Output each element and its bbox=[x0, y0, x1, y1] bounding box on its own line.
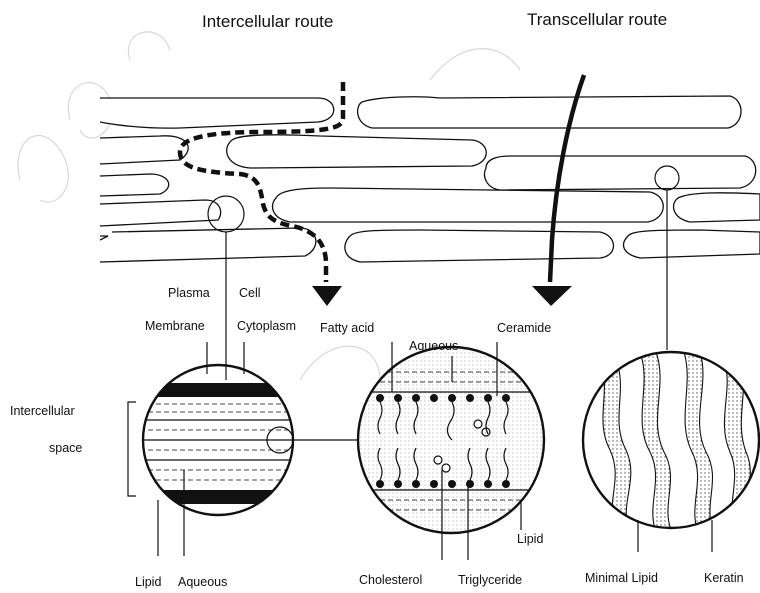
ceramide-label: Ceramide bbox=[497, 321, 551, 335]
cell-row4-left bbox=[100, 200, 221, 226]
magnified-keratin-circle bbox=[580, 350, 760, 532]
cell-row2-right bbox=[485, 156, 756, 190]
intercellular-arrowhead bbox=[312, 286, 342, 306]
plasma-label: Plasma bbox=[168, 286, 210, 300]
cell-row1-right bbox=[358, 96, 741, 128]
lipid-right-label: Lipid bbox=[517, 532, 543, 546]
cell-row4-right bbox=[345, 230, 614, 262]
cell-row1-left bbox=[100, 98, 334, 128]
cytoplasm-label: Cytoplasm bbox=[237, 319, 296, 333]
cholesterol-label: Cholesterol bbox=[359, 573, 422, 587]
cell-row2-left bbox=[100, 136, 188, 164]
transcellular-route-title: Transcellular route bbox=[527, 10, 667, 29]
cell-row3-right bbox=[674, 193, 760, 222]
cell-row4-mid bbox=[100, 228, 316, 262]
magnified-intercellular-circle bbox=[140, 365, 300, 515]
cell-label: Cell bbox=[239, 286, 261, 300]
intercellular-bracket bbox=[128, 402, 136, 496]
cell-row3-mid bbox=[273, 188, 664, 222]
triglyceride-label: Triglyceride bbox=[458, 573, 522, 587]
lipid-bottom-label: Lipid bbox=[135, 575, 161, 589]
cell-row4-far bbox=[624, 230, 760, 258]
stratum-corneum-cells bbox=[100, 96, 760, 262]
membrane-label: Membrane bbox=[145, 319, 205, 333]
space-label: space bbox=[49, 441, 82, 455]
minimal-lipid-label: Minimal Lipid bbox=[585, 571, 658, 585]
fatty-acid-label: Fatty acid bbox=[320, 321, 374, 335]
aqueous-bottom-label: Aqueous bbox=[178, 575, 227, 589]
transcellular-arrowhead bbox=[532, 286, 572, 306]
intercellular-label: Intercellular bbox=[10, 404, 75, 418]
keratin-label: Keratin bbox=[704, 571, 744, 585]
magnified-lipid-bilayer-circle bbox=[356, 346, 546, 534]
cell-row5-left bbox=[100, 236, 108, 240]
cell-row2-mid bbox=[227, 135, 487, 168]
intercellular-route-title: Intercellular route bbox=[202, 12, 333, 31]
cell-row3-left bbox=[100, 174, 169, 196]
